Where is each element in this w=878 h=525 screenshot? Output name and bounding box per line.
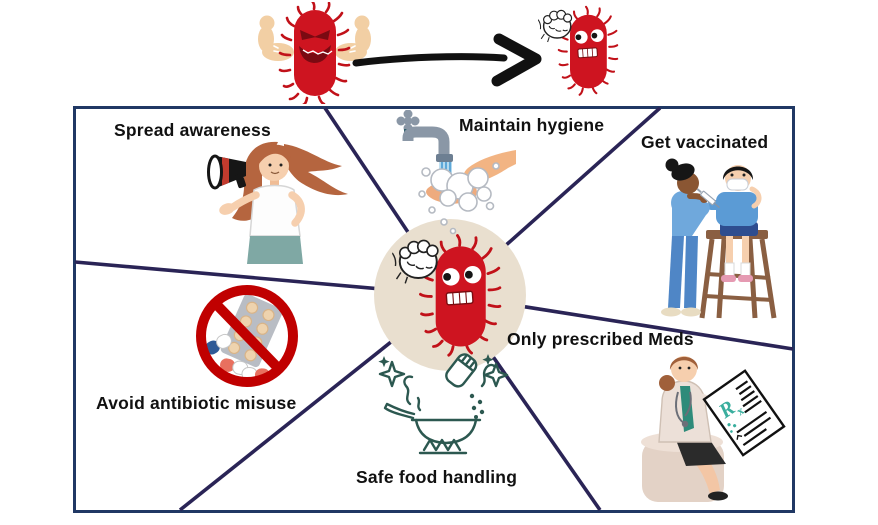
strong-bacteria-icon <box>258 2 371 104</box>
woman-with-megaphone-icon <box>207 141 348 264</box>
defeated-bacteria-icon <box>538 2 626 102</box>
center-bacteria-icon <box>392 229 512 365</box>
label-safe-food-handling: Safe food handling <box>356 467 518 487</box>
doctor-with-prescription-icon: R x <box>641 356 786 502</box>
vaccination-icon <box>661 158 777 319</box>
soap-foam-icon <box>418 162 500 235</box>
label-get-vaccinated: Get vaccinated <box>641 132 769 152</box>
syringe-icon <box>696 188 720 209</box>
no-pills-icon <box>196 285 298 387</box>
handwashing-icon <box>396 110 516 235</box>
megaphone-icon <box>207 154 246 190</box>
cooking-pan-icon <box>378 353 509 455</box>
prescription-icon: R x <box>702 369 786 457</box>
label-only-prescribed-meds: Only prescribed Meds <box>507 329 694 349</box>
nurse-icon <box>661 158 720 317</box>
prohibition-circle <box>196 285 298 387</box>
label-spread-awareness: Spread awareness <box>114 120 271 140</box>
capsule-icon <box>205 333 232 355</box>
label-maintain-hygiene: Maintain hygiene <box>459 115 605 135</box>
label-avoid-antibiotic-misuse: Avoid antibiotic misuse <box>96 393 297 413</box>
right-arrow-icon <box>352 33 542 87</box>
